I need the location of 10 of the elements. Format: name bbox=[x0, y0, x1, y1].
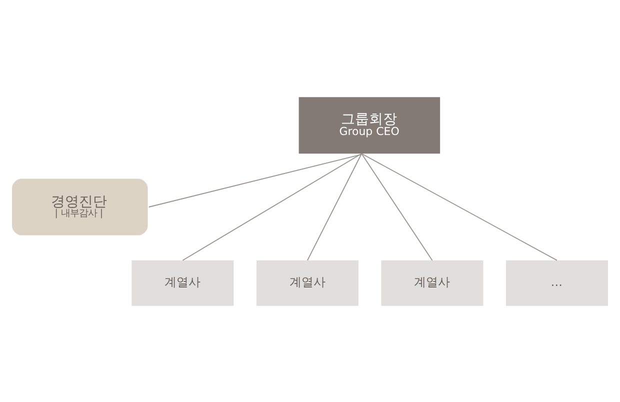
node-box: … bbox=[506, 260, 608, 306]
node-box: 계열사 bbox=[381, 260, 484, 306]
connector bbox=[306, 152, 362, 260]
node-box: 계열사 bbox=[132, 260, 234, 306]
connector bbox=[182, 152, 362, 260]
node-box: 경영진단 | 내부감사 | bbox=[12, 178, 148, 235]
node-box: 계열사 bbox=[256, 260, 358, 306]
connector bbox=[361, 152, 433, 260]
node-box: 그룹회장 Group CEO bbox=[298, 96, 440, 154]
connector bbox=[361, 152, 558, 260]
